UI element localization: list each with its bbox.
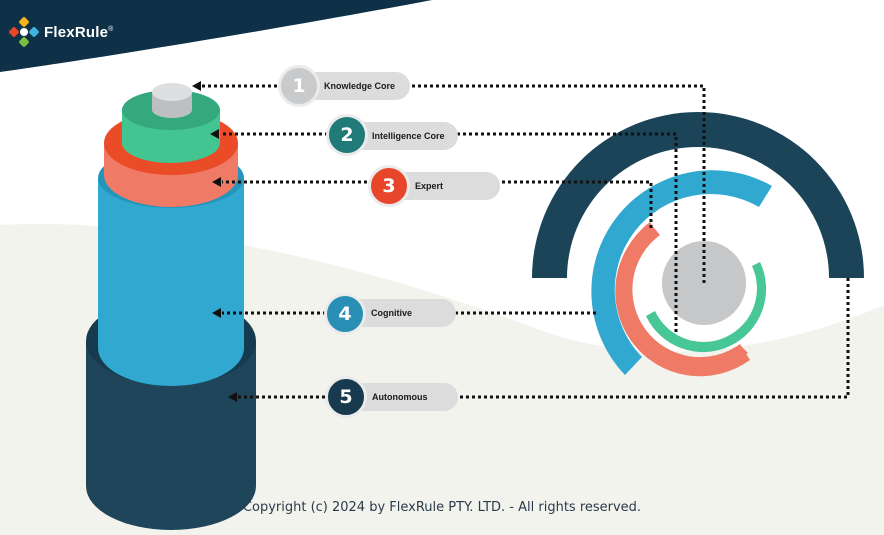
copyright-text: Copyright (c) 2024 by FlexRule PTY. LTD.… [242,500,642,515]
header-banner [0,0,432,72]
layer-3-label: Expert [415,181,444,191]
layer-4-label: Cognitive [371,308,413,318]
layer-1-badge: 1 [278,65,320,107]
arrowhead-1 [192,81,201,91]
arrowhead-2 [210,129,219,139]
ring-diagram [532,112,864,377]
layer-2-label: Intelligence Core [372,131,445,141]
layer-2-badge: 2 [326,114,368,156]
brand-name: FlexRule® [44,23,114,41]
connector-2 [220,132,678,332]
arrowhead-5 [228,392,237,402]
brand-logo[interactable]: FlexRule® [8,16,113,48]
layer-4-badge: 4 [324,293,366,335]
flexrule-logo-icon [9,17,39,47]
layer-1-label: Knowledge Core [324,81,396,91]
connector-3 [222,180,653,228]
layer-3-badge: 3 [368,165,410,207]
arrowhead-4 [212,308,221,318]
layer-5-label: Autonomous [372,392,428,402]
arrowhead-3 [212,177,221,187]
layer-5-badge: 5 [325,376,367,418]
layer-cylinder [86,83,256,530]
connector-arrowheads [192,81,237,402]
